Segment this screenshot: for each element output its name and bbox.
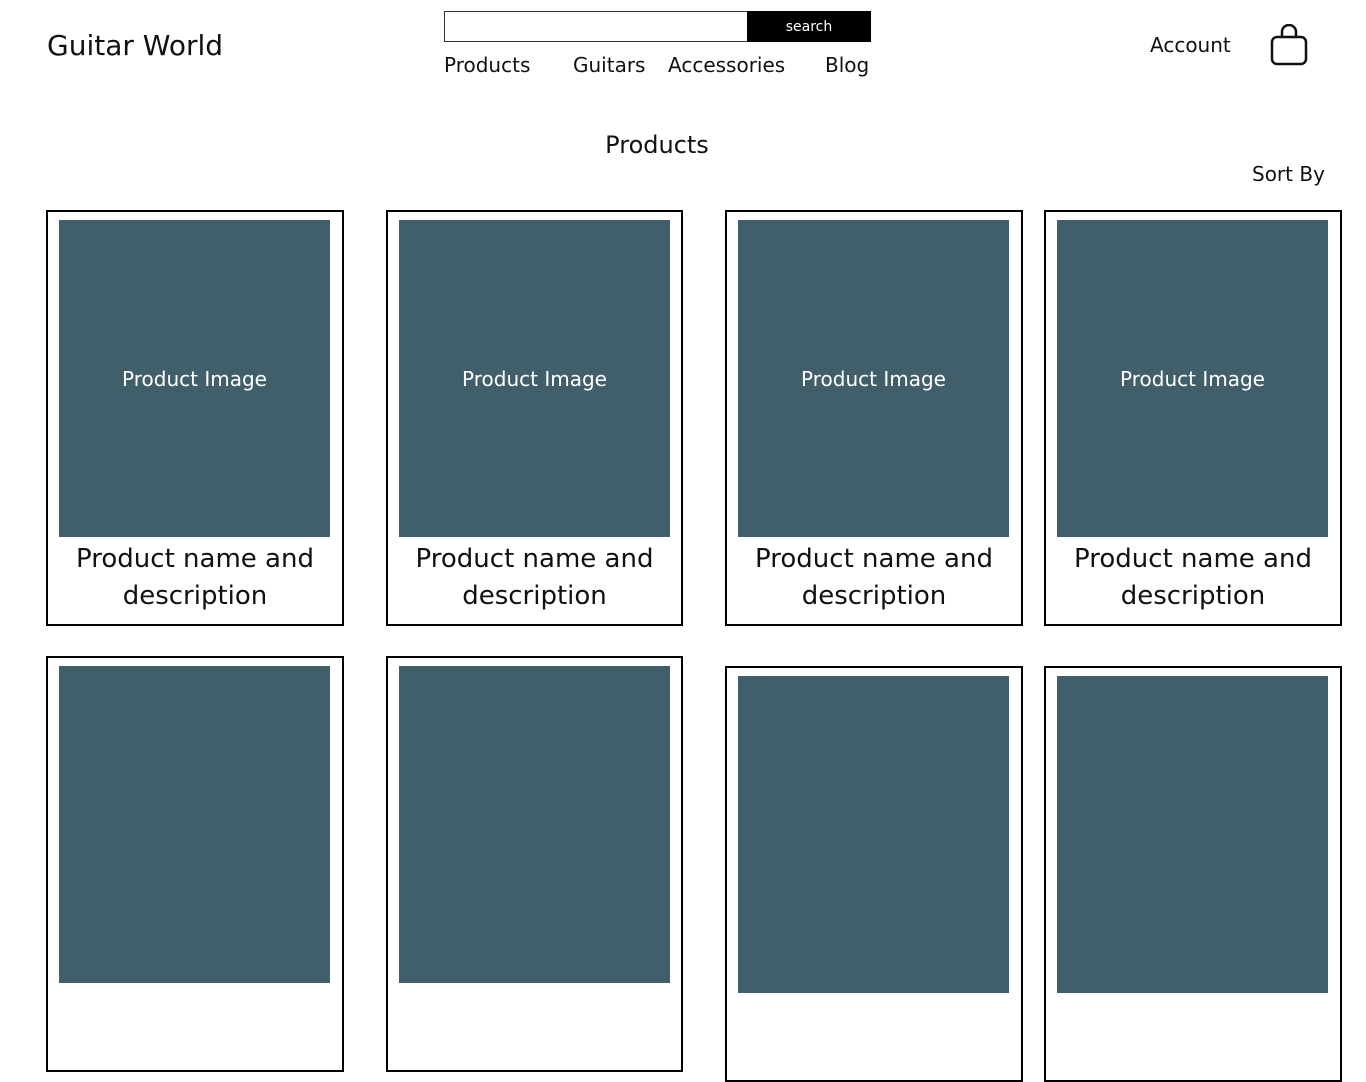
product-card[interactable]	[46, 656, 344, 1072]
product-image: Product Image	[59, 220, 330, 537]
product-image: Product Image	[1057, 220, 1328, 537]
product-description: Product name and description	[415, 544, 654, 611]
search-input[interactable]	[444, 11, 747, 42]
product-description: Product name and description	[755, 544, 993, 611]
nav-products[interactable]: Products	[444, 53, 531, 77]
site-logo[interactable]: Guitar World	[47, 29, 224, 62]
product-image	[399, 666, 670, 983]
sort-by-dropdown[interactable]: Sort By	[1252, 162, 1325, 186]
product-card[interactable]	[725, 666, 1023, 1082]
product-card[interactable]	[1044, 666, 1342, 1082]
product-card[interactable]: Product Image Product name and descripti…	[725, 210, 1023, 626]
page-title: Products	[605, 131, 709, 159]
account-link[interactable]: Account	[1150, 33, 1231, 57]
product-image	[738, 676, 1009, 993]
product-image: Product Image	[399, 220, 670, 537]
product-image: Product Image	[738, 220, 1009, 537]
nav-blog[interactable]: Blog	[825, 53, 870, 77]
product-card[interactable]: Product Image Product name and descripti…	[1044, 210, 1342, 626]
search-button[interactable]: search	[747, 11, 871, 42]
product-description: Product name and description	[1074, 544, 1312, 611]
product-card[interactable]: Product Image Product name and descripti…	[46, 210, 344, 626]
search-bar: search	[444, 11, 871, 42]
shopping-bag-icon[interactable]	[1270, 24, 1308, 66]
product-image	[59, 666, 330, 983]
nav-guitars[interactable]: Guitars	[573, 53, 646, 77]
product-card[interactable]	[386, 656, 683, 1072]
product-image	[1057, 676, 1328, 993]
nav-accessories[interactable]: Accessories	[668, 53, 786, 77]
product-description: Product name and description	[76, 544, 314, 611]
product-card[interactable]: Product Image Product name and descripti…	[386, 210, 683, 626]
